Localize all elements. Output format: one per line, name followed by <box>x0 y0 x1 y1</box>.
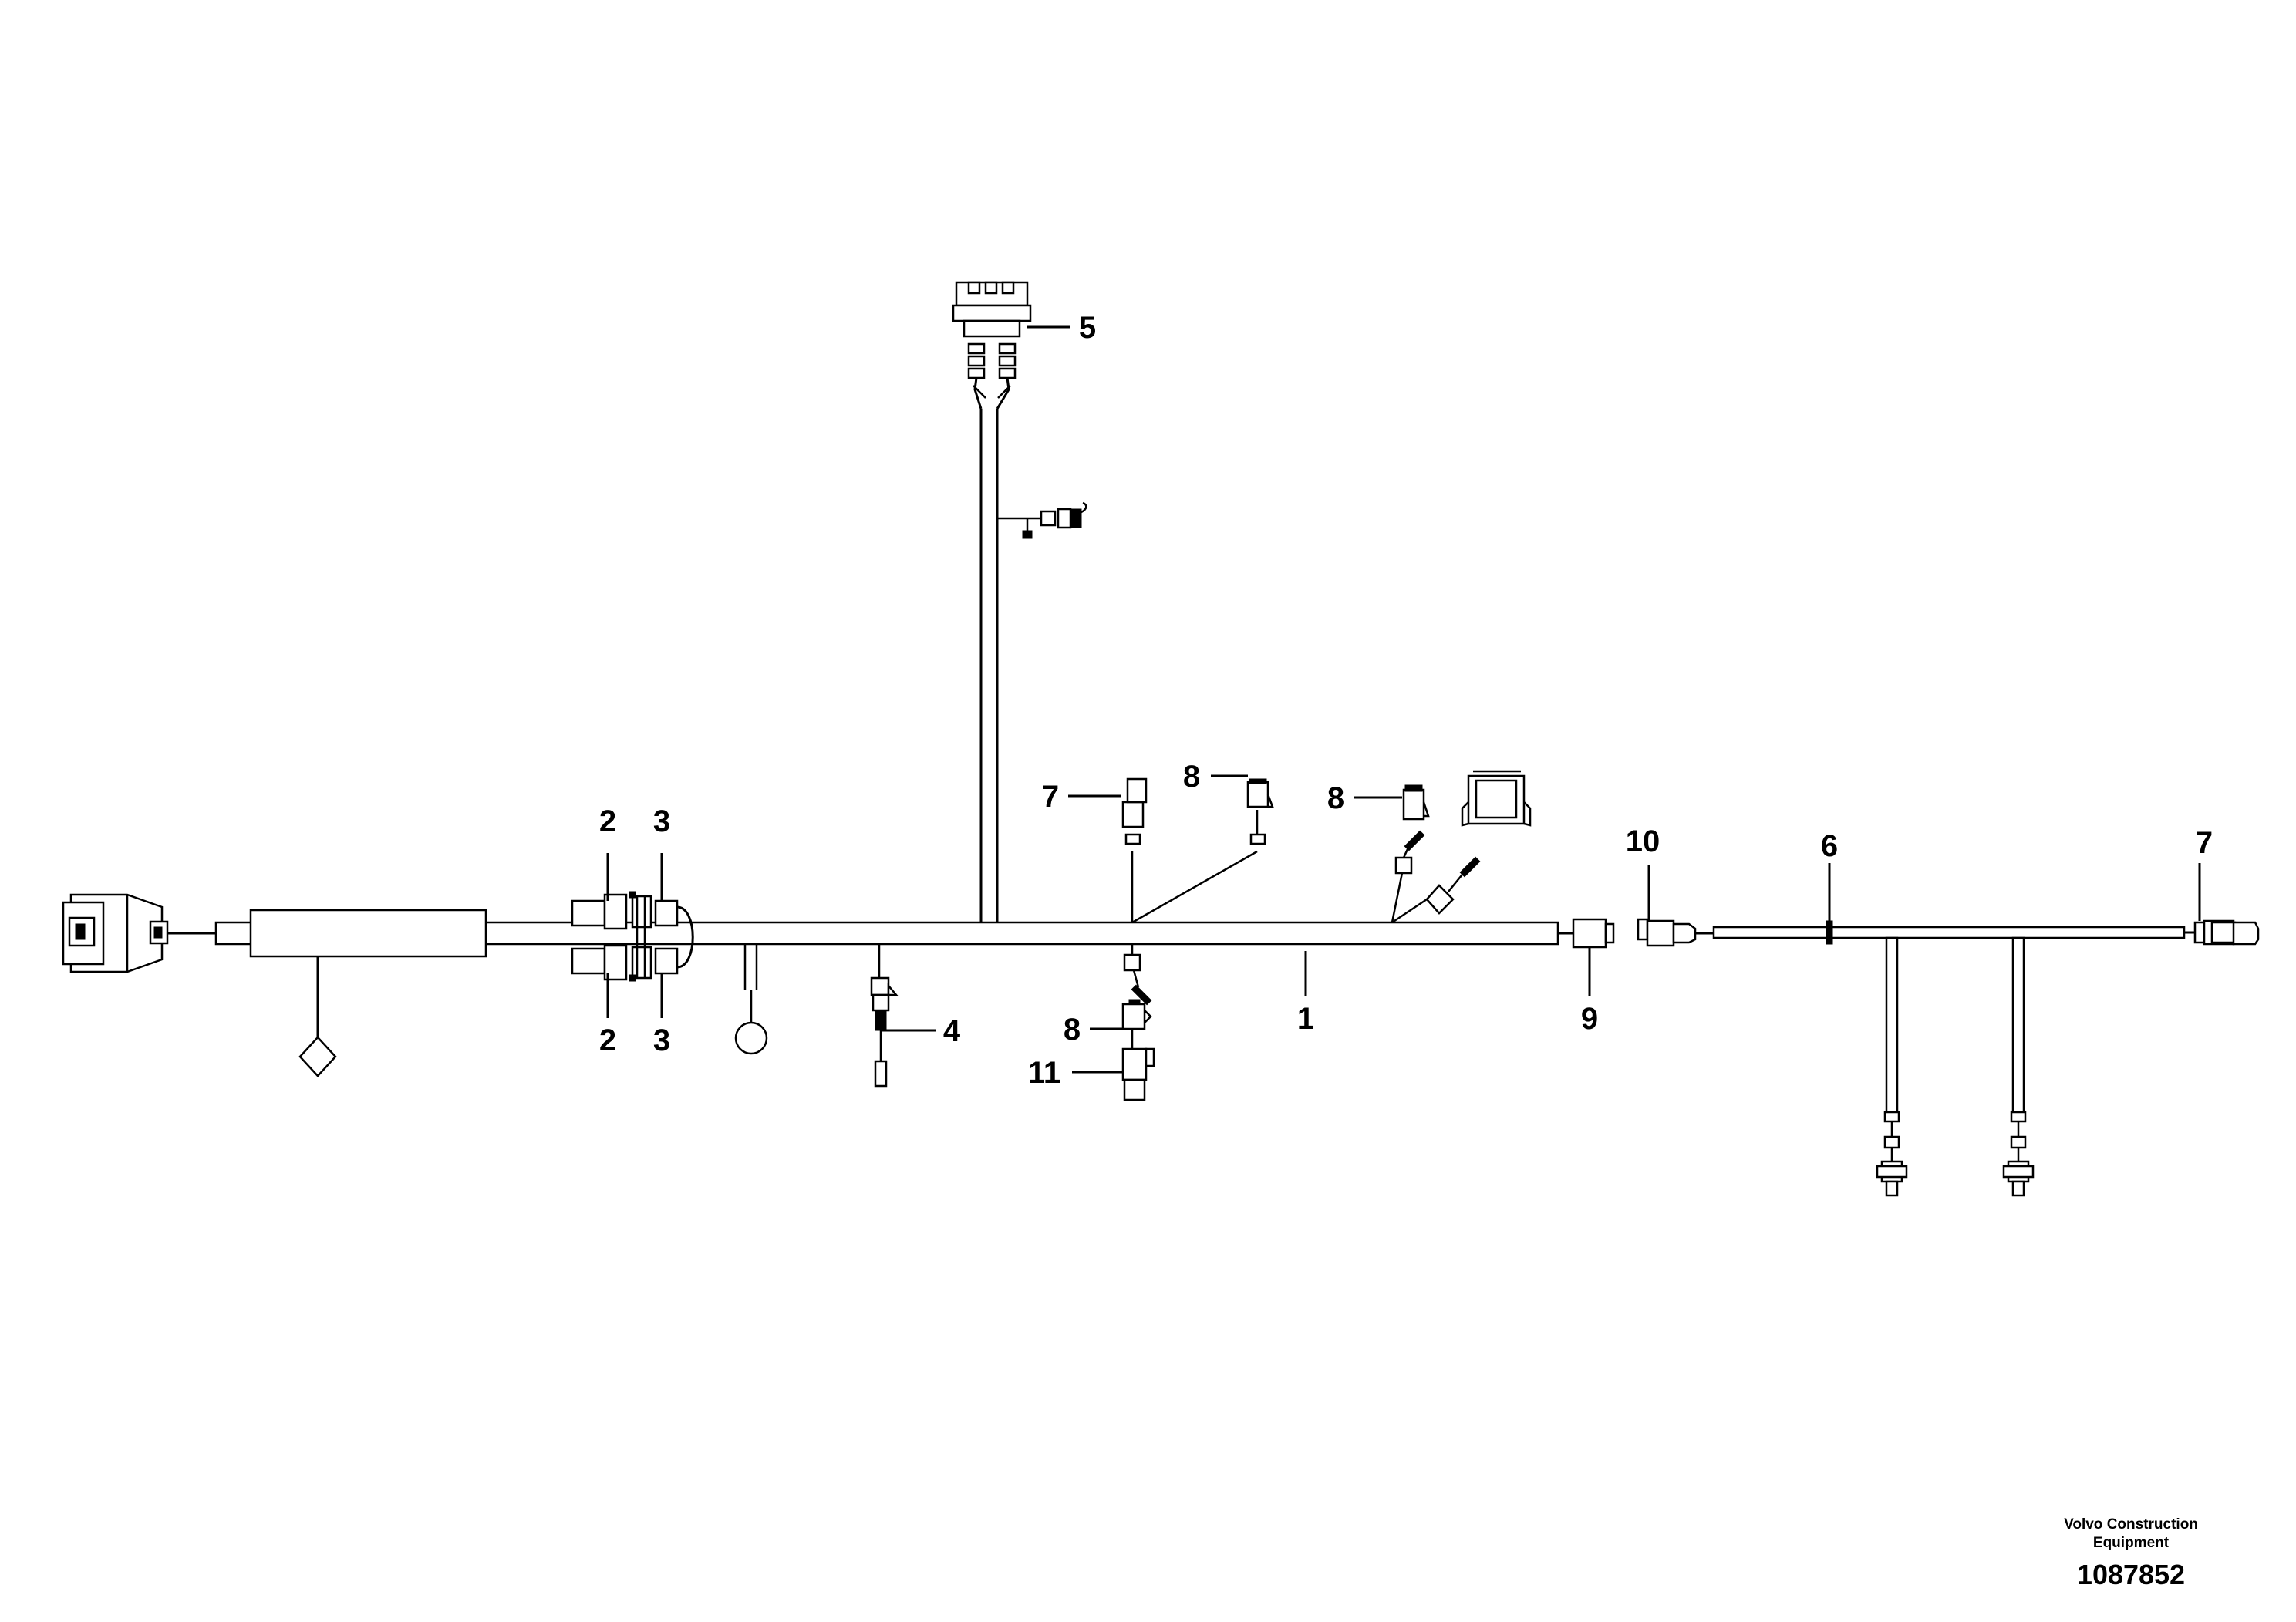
callout-6: 6 <box>1821 829 1838 863</box>
connector-pair-2-3 <box>571 891 694 982</box>
right-harness <box>1637 918 2260 947</box>
connector-7-upper <box>1121 777 1148 922</box>
drawing-legend: Volvo Construction Equipment 1087852 <box>2015 1516 2247 1591</box>
callout-8-lower: 8 <box>1064 1013 1081 1047</box>
callout-2-top: 2 <box>599 804 616 838</box>
callout-8-upper-right: 8 <box>1327 781 1344 815</box>
company-name: Volvo Construction Equipment <box>2064 1516 2198 1551</box>
callout-7-right: 7 <box>2196 826 2213 860</box>
connector-8-lower-and-11 <box>1121 944 1155 1101</box>
trunk-side-connector <box>997 501 1087 539</box>
callout-8-upper-left: 8 <box>1183 760 1200 794</box>
callout-7-left: 7 <box>1042 780 1059 814</box>
main-harness <box>166 909 1559 958</box>
callout-11: 11 <box>1028 1056 1060 1090</box>
connector-9 <box>1558 918 1615 949</box>
vertical-trunk <box>979 409 999 922</box>
connector-5 <box>952 281 1032 410</box>
connector-8-upper-left <box>1131 778 1274 924</box>
right-drop-sensor-a <box>1876 936 1908 1197</box>
module-upper-right <box>1391 770 1532 924</box>
right-drop-sensor-b <box>2002 936 2035 1197</box>
callout-10: 10 <box>1626 824 1660 858</box>
connector-4-branch <box>870 944 899 1088</box>
connector-8-upper-right <box>1391 784 1430 923</box>
drawing-number: 1087852 <box>2076 1559 2186 1590</box>
callout-1: 1 <box>1297 1002 1314 1036</box>
callout-9: 9 <box>1581 1002 1598 1036</box>
left-main-connector <box>62 893 169 973</box>
callout-3-top: 3 <box>653 804 670 838</box>
circle-branch-sensor <box>734 944 768 1055</box>
callout-5: 5 <box>1079 311 1096 345</box>
callout-3-bottom: 3 <box>653 1023 670 1057</box>
ground-diamond-symbol <box>298 956 337 1077</box>
leader-lines <box>606 325 2201 1074</box>
callout-4: 4 <box>943 1014 961 1048</box>
callout-2-bottom: 2 <box>599 1023 616 1057</box>
